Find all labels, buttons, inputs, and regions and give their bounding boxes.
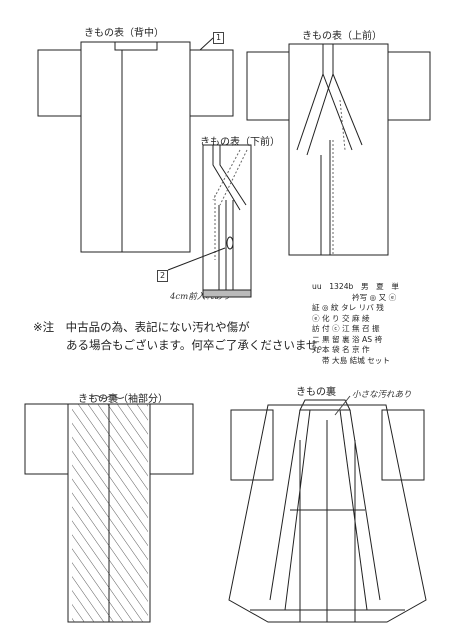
diagram-front-lower-view (167, 144, 252, 298)
view-title-front-top: きもの表（上前） (302, 31, 382, 42)
view-title-front-back: きもの表（背中） (84, 28, 164, 39)
legend-row: 丸 本 袋 名 京 作 (312, 345, 370, 354)
legend-row: 訪 付 ⓒ 江 無 召 振 (312, 324, 380, 333)
legend-row: uu 1324b 男 夏 単 (312, 282, 399, 291)
diagram-front-top-view (246, 43, 431, 256)
handwritten-note-lining: 小さな汚れあり (352, 390, 412, 400)
marker-1: 1 (213, 32, 225, 44)
notice-line-2: ある場合もございます。何卒ご了承くださいませ。 (66, 338, 330, 352)
notice-line-1: ※注 中古品の為、表記にない汚れや傷が (33, 320, 250, 334)
view-title-front-lower: きもの表（下前） (200, 137, 280, 148)
legend-row: 二 黒 留 裏 浴 AS 袴 (312, 334, 383, 344)
diagram-lining-view (228, 395, 427, 623)
legend-row: 衿写 ◎ 又 ⓔ (352, 292, 397, 302)
handwritten-note-front: 4cm前入れあり (170, 292, 231, 302)
legend-row: ⓔ 化 り 交 麻 綾 (312, 313, 370, 323)
diagram-lining-sleeve-view (24, 395, 194, 623)
legend-row: 帯 大島 結城 セット (322, 355, 390, 365)
view-title-lining: きもの裏 (296, 387, 336, 398)
diagram-back-view (37, 37, 234, 253)
view-title-lining-sleeve: きもの裏（袖部分） (78, 394, 168, 405)
legend-row: 証 ◎ 紋 タレ リバ 残 (312, 303, 384, 312)
marker-2: 2 (157, 270, 169, 282)
classification-legend: uu 1324b 男 夏 単 衿写 ◎ 又 ⓔ 証 ◎ 紋 タレ リバ 残 ⓔ … (312, 282, 448, 366)
